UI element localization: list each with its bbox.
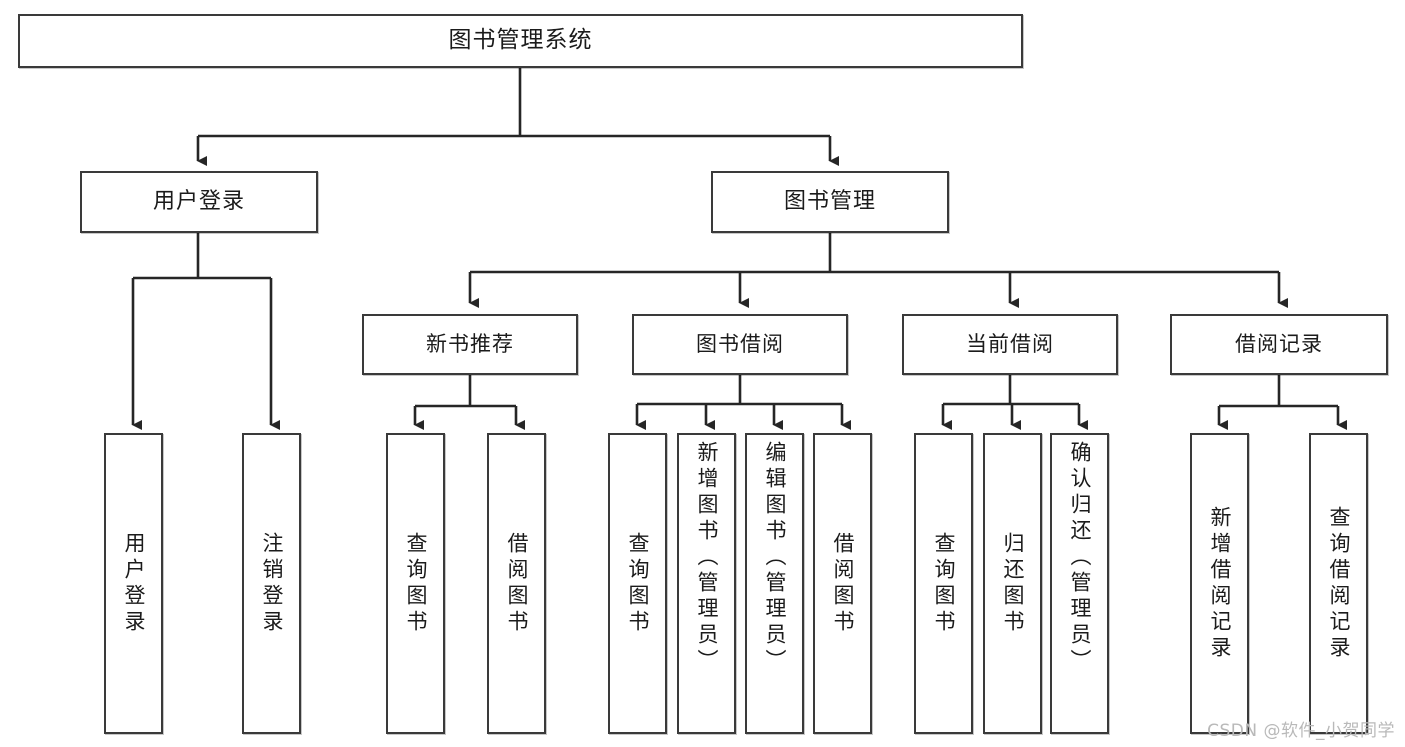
leaf-user-login-label: 用户登录 [122,531,146,636]
node-current-borrow[interactable]: 当前借阅 [902,314,1118,375]
leaf-add-record-label: 新增借阅记录 [1208,505,1232,662]
leaf-query-record-label: 查询借阅记录 [1327,505,1351,662]
node-book-manage-label: 图书管理 [783,189,876,215]
node-root-label: 图书管理系统 [448,27,593,54]
leaf-query-book-1-label: 查询图书 [404,531,428,636]
leaf-query-book-1[interactable]: 查询图书 [386,433,445,734]
leaf-add-book-label: 新增图书（管理员） [695,441,719,675]
leaf-query-record[interactable]: 查询借阅记录 [1309,433,1368,734]
node-borrow-record[interactable]: 借阅记录 [1170,314,1388,375]
leaf-add-book[interactable]: 新增图书（管理员） [677,433,736,734]
node-new-book-recommend-label: 新书推荐 [426,332,514,357]
leaf-query-book-3-label: 查询图书 [932,531,956,636]
leaf-borrow-book-2-label: 借阅图书 [831,531,855,636]
leaf-logout[interactable]: 注销登录 [242,433,301,734]
leaf-confirm-return-label: 确认归还（管理员） [1068,441,1092,675]
leaf-logout-label: 注销登录 [260,531,284,636]
node-book-borrow[interactable]: 图书借阅 [632,314,848,375]
leaf-query-book-3[interactable]: 查询图书 [914,433,973,734]
leaf-borrow-book-1-label: 借阅图书 [505,531,529,636]
node-new-book-recommend[interactable]: 新书推荐 [362,314,578,375]
watermark: CSDN @软件_小贺同学 [1207,721,1395,741]
node-current-borrow-label: 当前借阅 [966,332,1054,357]
leaf-borrow-book-1[interactable]: 借阅图书 [487,433,546,734]
leaf-edit-book[interactable]: 编辑图书（管理员） [745,433,804,734]
leaf-user-login[interactable]: 用户登录 [104,433,163,734]
leaf-borrow-book-2[interactable]: 借阅图书 [813,433,872,734]
node-user-login[interactable]: 用户登录 [80,171,318,233]
leaf-add-record[interactable]: 新增借阅记录 [1190,433,1249,734]
node-root[interactable]: 图书管理系统 [18,14,1023,68]
node-user-login-label: 用户登录 [152,189,245,215]
leaf-query-book-2[interactable]: 查询图书 [608,433,667,734]
node-book-manage[interactable]: 图书管理 [711,171,949,233]
node-borrow-record-label: 借阅记录 [1235,332,1323,357]
leaf-confirm-return[interactable]: 确认归还（管理员） [1050,433,1109,734]
node-book-borrow-label: 图书借阅 [696,332,784,357]
leaf-edit-book-label: 编辑图书（管理员） [763,441,787,675]
leaf-return-book[interactable]: 归还图书 [983,433,1042,734]
leaf-query-book-2-label: 查询图书 [626,531,650,636]
leaf-return-book-label: 归还图书 [1001,531,1025,636]
